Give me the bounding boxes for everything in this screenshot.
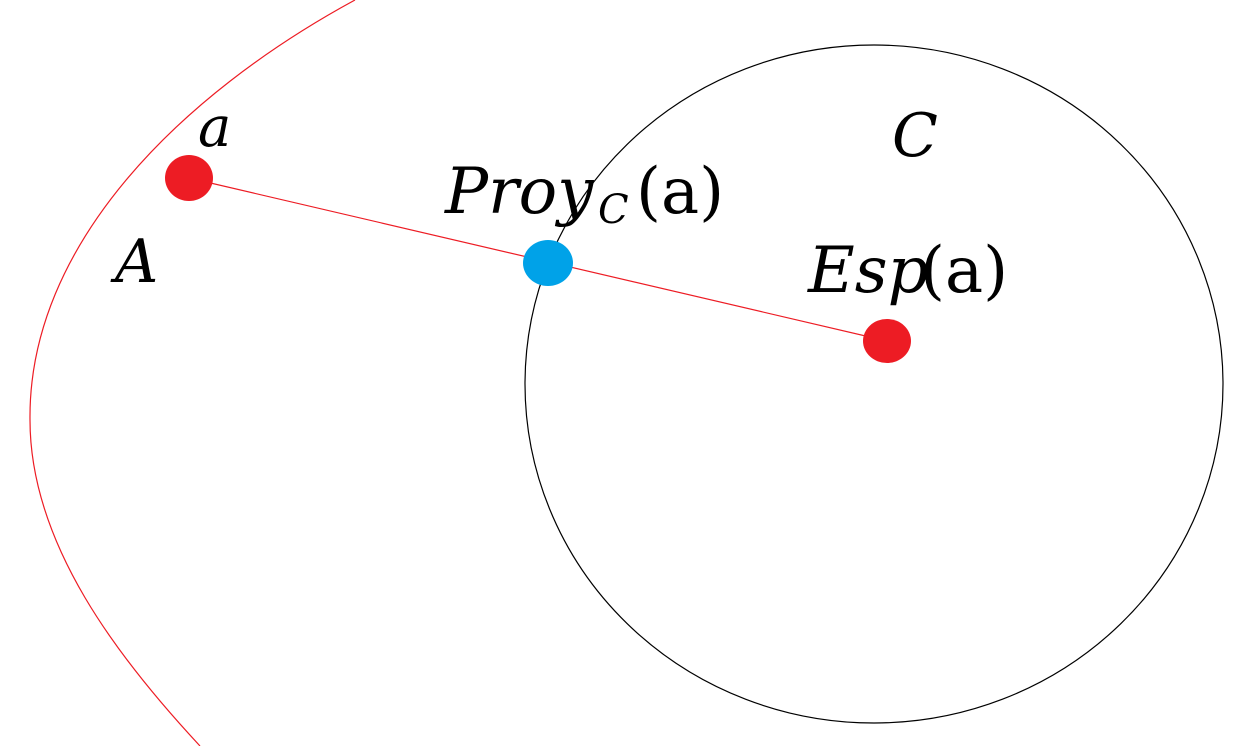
set-c-circle	[524, 44, 1224, 724]
label-set-a: A	[110, 227, 158, 297]
label-projection: Proy C (a)	[444, 155, 724, 233]
label-esp: Esp (a)	[807, 234, 1008, 308]
label-esp-main: Esp	[807, 234, 929, 308]
label-projection-subscript: C	[598, 187, 629, 233]
label-set-c: C	[892, 101, 938, 171]
label-projection-main: Proy	[444, 155, 594, 229]
point-a	[165, 155, 213, 201]
point-esp	[863, 319, 911, 363]
point-projection	[523, 240, 573, 286]
set-a-boundary	[29, 0, 356, 746]
label-projection-argument: (a)	[636, 155, 724, 229]
label-point-a: a	[198, 95, 231, 160]
label-esp-argument: (a)	[920, 234, 1008, 308]
